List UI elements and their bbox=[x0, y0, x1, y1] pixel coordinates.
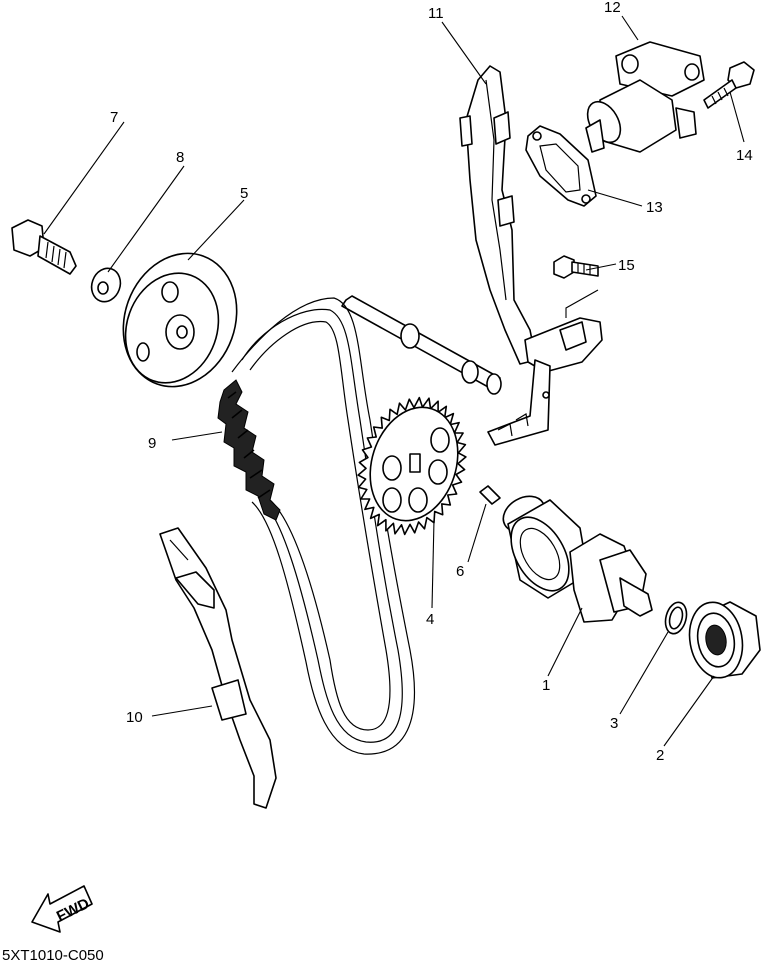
part-12-tensioner[interactable] bbox=[581, 41, 705, 153]
callout-10: 10 bbox=[126, 709, 143, 726]
callout-11: 11 bbox=[428, 5, 444, 22]
callout-4: 4 bbox=[426, 611, 434, 628]
part-7-bolt[interactable] bbox=[11, 219, 77, 275]
callout-3: 3 bbox=[610, 715, 618, 732]
part-1-camshaft[interactable] bbox=[497, 489, 653, 623]
part-6-dowel-pin[interactable] bbox=[479, 485, 501, 505]
part-3-o-ring[interactable] bbox=[662, 600, 690, 636]
callout-5: 5 bbox=[240, 185, 248, 202]
part-4-cam-sprocket[interactable] bbox=[356, 396, 472, 536]
callout-6: 6 bbox=[456, 563, 464, 580]
callout-8: 8 bbox=[176, 149, 184, 166]
callout-1: 1 bbox=[542, 677, 550, 694]
part-14-bolt[interactable] bbox=[703, 61, 755, 109]
part-9-cam-chain[interactable] bbox=[217, 297, 416, 755]
callout-14: 14 bbox=[736, 147, 753, 164]
diagram-code: 5XT1010-C050 bbox=[2, 947, 104, 963]
callout-labels: 1 2 3 4 5 6 7 8 9 10 11 12 13 14 15 bbox=[110, 0, 753, 764]
callout-12: 12 bbox=[604, 0, 621, 16]
part-2-bearing[interactable] bbox=[684, 598, 761, 682]
callout-2: 2 bbox=[656, 747, 664, 764]
callout-7: 7 bbox=[110, 109, 118, 126]
part-10-chain-guide[interactable] bbox=[159, 527, 277, 809]
part-5-plate[interactable] bbox=[105, 237, 255, 402]
shaft-pin bbox=[341, 295, 502, 395]
callout-13: 13 bbox=[646, 199, 663, 216]
part-15-bolt[interactable] bbox=[553, 255, 599, 318]
leader-lines bbox=[43, 15, 745, 747]
part-8-washer[interactable] bbox=[87, 264, 125, 306]
fwd-direction-arrow: FWD bbox=[31, 885, 93, 933]
part-13-gasket[interactable] bbox=[525, 125, 597, 207]
part-11-chain-guide[interactable] bbox=[459, 65, 603, 446]
callout-15: 15 bbox=[618, 257, 635, 274]
callout-9: 9 bbox=[148, 435, 156, 452]
